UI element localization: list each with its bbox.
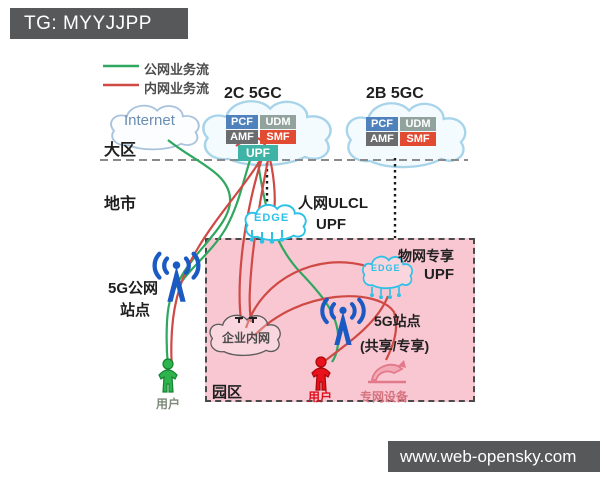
nfv-2c-udm: UDM	[260, 115, 296, 129]
public-site-label-line1: 5G公网	[108, 280, 159, 297]
public-user-icon	[158, 358, 178, 393]
edge-campus-label: EDGE	[371, 263, 401, 273]
ulcl-upf-label-line2: UPF	[316, 216, 346, 233]
nfv-2c-upf: UPF	[238, 145, 278, 161]
public-site-label-line2: 站点	[120, 302, 151, 319]
nfv-2c-smf: SMF	[260, 130, 296, 144]
campus-user-label: 用户	[308, 390, 333, 404]
edge-city-label: EDGE	[254, 212, 290, 224]
iot-upf-label-line2: UPF	[424, 266, 454, 283]
internet-label: Internet	[124, 112, 175, 129]
nfv-2c-pcf: PCF	[226, 115, 258, 129]
core-2b-title: 2B 5GC	[366, 85, 424, 102]
legend-public-label: 公网业务流	[144, 62, 210, 77]
private-device-label: 专网设备	[360, 390, 409, 404]
site-watermark: www.web-opensky.com	[388, 441, 600, 472]
campus-zone-label: 园区	[212, 384, 243, 401]
nfv-2b-pcf: PCF	[366, 117, 398, 131]
campus-site-label-line2: (共享/专享)	[360, 338, 430, 354]
ulcl-upf-label-line1: 人网ULCL	[298, 195, 368, 212]
tg-badge: TG: MYYJJPP	[10, 8, 188, 39]
core-2c-title: 2C 5GC	[224, 85, 282, 102]
iot-upf-label-line1: 物网专享	[398, 248, 454, 264]
enterprise-intranet-label: 企业内网	[222, 331, 271, 345]
region-zone-label: 大区	[104, 142, 137, 159]
public-user-label: 用户	[156, 397, 181, 411]
legend-private-label: 内网业务流	[144, 81, 210, 96]
nfv-2b-udm: UDM	[400, 117, 436, 131]
public-5g-antenna-icon	[155, 254, 199, 301]
city-zone-label: 地市	[104, 196, 137, 213]
campus-site-label-line1: 5G站点	[374, 313, 421, 329]
nfv-2c-amf: AMF	[226, 130, 258, 144]
nfv-2b-smf: SMF	[400, 132, 436, 146]
nfv-2b-amf: AMF	[366, 132, 398, 146]
